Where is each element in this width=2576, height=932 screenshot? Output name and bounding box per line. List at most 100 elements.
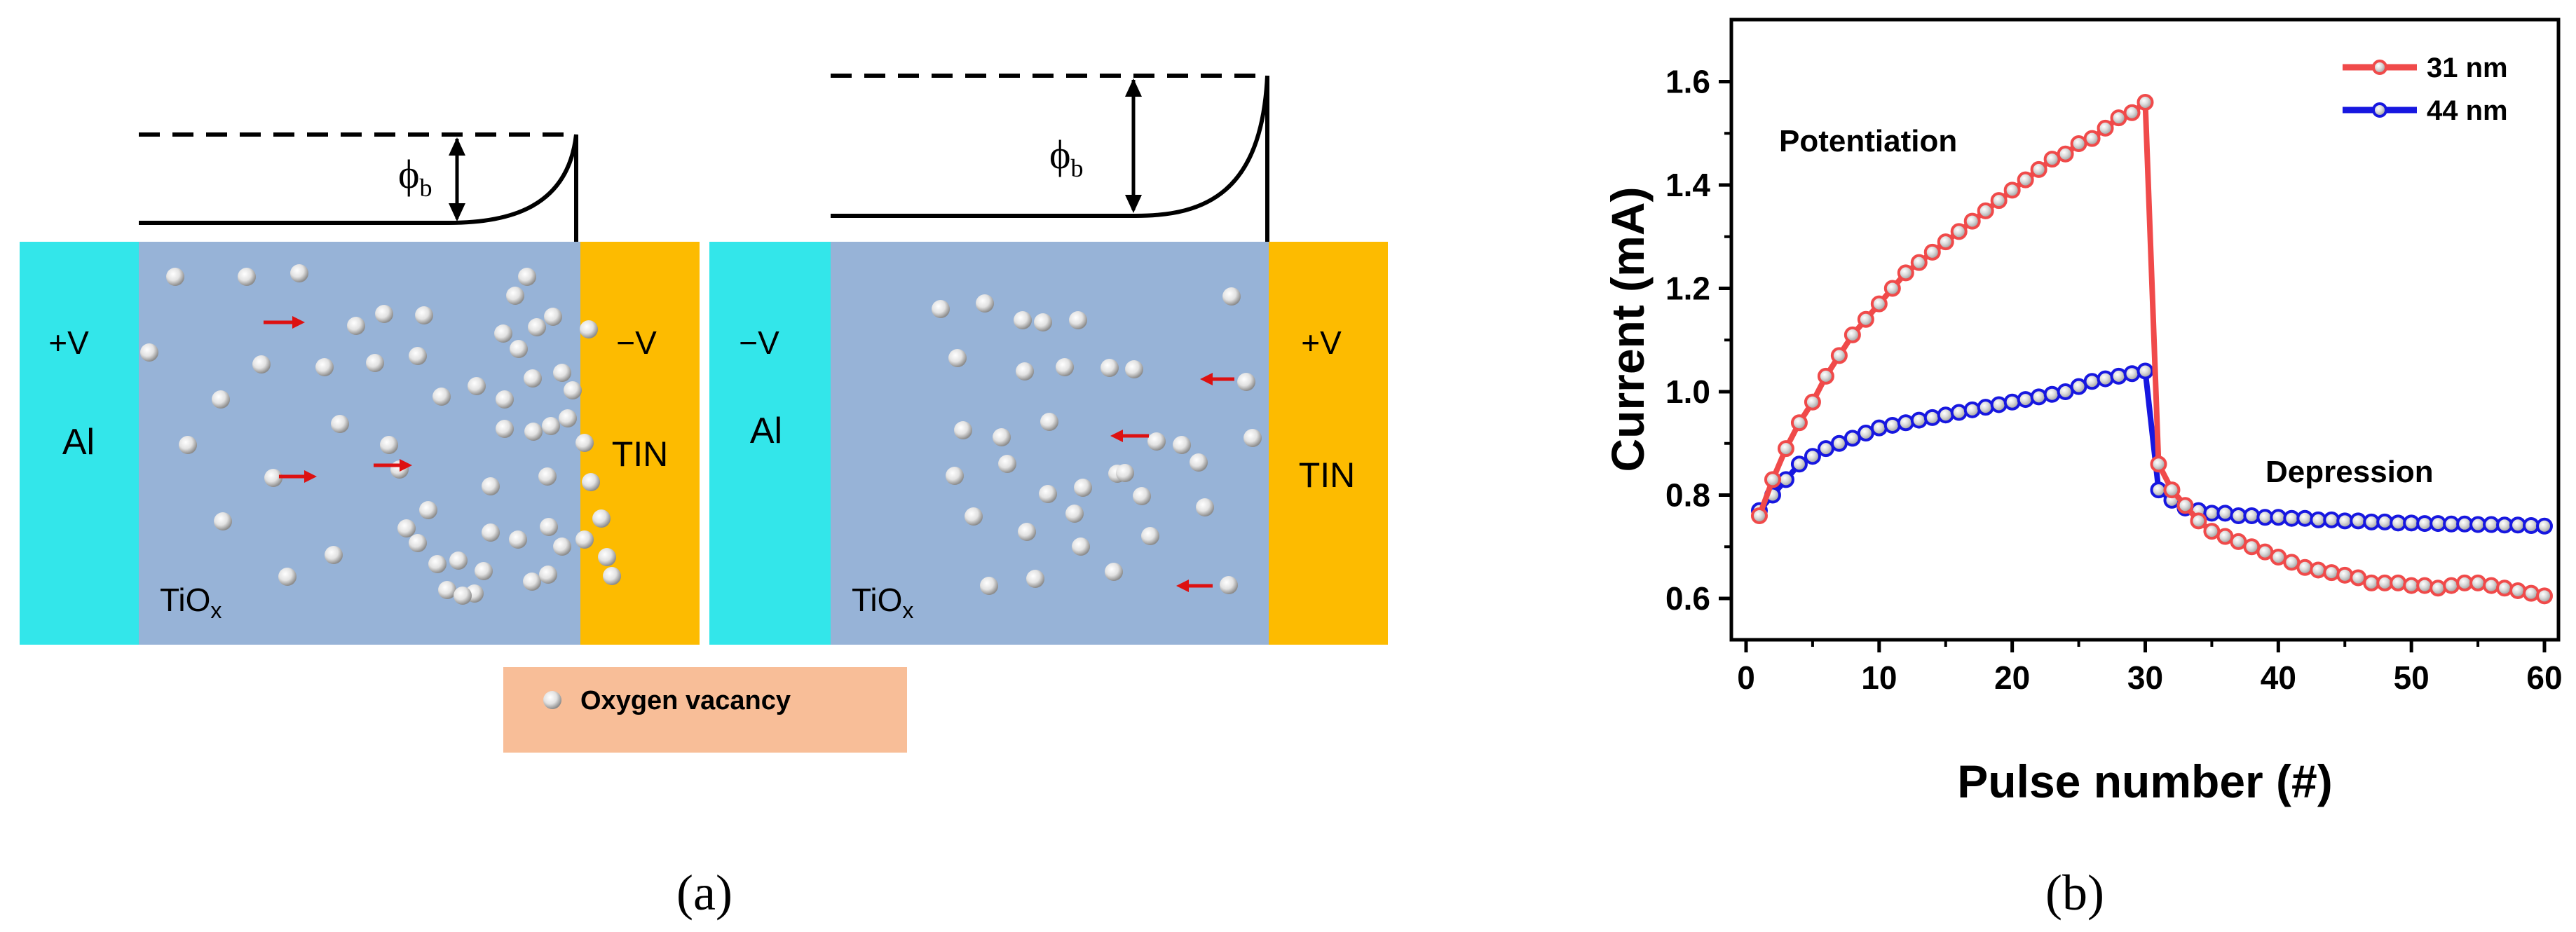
data-point-31nm [1923, 243, 1941, 261]
data-point-44nm [1804, 448, 1821, 465]
x-tick-label: 50 [2394, 659, 2430, 696]
oxygen-vacancy [575, 434, 594, 452]
oxygen-vacancy [1056, 358, 1074, 376]
migration-arrow [374, 459, 412, 472]
migration-arrow [1200, 373, 1234, 385]
oxygen-vacancy [544, 308, 562, 326]
oxygen-vacancies-right [932, 287, 1262, 595]
oxygen-vacancy [518, 268, 536, 286]
legend-label: Oxygen vacancy [580, 686, 791, 715]
series-31nm [1750, 94, 2553, 605]
data-point-31nm [2296, 558, 2314, 576]
data-point-31nm [2003, 181, 2021, 199]
data-point-31nm [1764, 471, 1781, 488]
migration-arrow [279, 470, 317, 483]
oxygen-vacancy [1133, 487, 1151, 505]
potentiation-annotation: Potentiation [1779, 124, 1957, 158]
oxygen-vacancy [409, 347, 427, 365]
left-device-right-sign: −V [616, 324, 657, 361]
data-point-31nm [1750, 507, 1768, 524]
oxygen-vacancies-left [140, 264, 621, 605]
oxygen-vacancy [409, 534, 427, 552]
data-point-31nm [1950, 223, 1968, 240]
data-point-44nm [2323, 511, 2340, 528]
data-point-31nm [2030, 160, 2047, 178]
legend-marker-44nm [2372, 102, 2387, 118]
data-point-31nm [1883, 280, 1901, 297]
data-point-31nm [2496, 580, 2514, 597]
data-point-44nm [2430, 515, 2447, 533]
data-point-31nm [1817, 367, 1834, 385]
data-point-44nm [2097, 370, 2114, 388]
right-device-left-metal: Al [750, 411, 782, 451]
left-phi-arrowhead-bottom [449, 203, 465, 221]
data-point-44nm [1990, 396, 2008, 413]
data-point-44nm [1923, 409, 1941, 426]
oxygen-vacancy [1222, 287, 1241, 306]
oxygen-vacancy [264, 469, 282, 487]
data-point-44nm [1897, 414, 1914, 432]
data-point-31nm [1777, 440, 1794, 458]
oxygen-vacancy [1065, 505, 1084, 523]
oxygen-vacancy [1074, 479, 1092, 497]
oxygen-vacancy [1116, 464, 1134, 482]
data-point-31nm [1897, 264, 1914, 282]
data-point-44nm [2403, 514, 2420, 532]
right-phi-arrowhead-bottom [1125, 195, 1142, 213]
right-device-right-sign: +V [1301, 324, 1342, 361]
oxygen-vacancy-icon [543, 691, 561, 709]
oxygen-vacancy [475, 562, 493, 580]
oxygen-vacancy [510, 340, 528, 358]
data-point-31nm [2097, 119, 2114, 137]
migration-arrow [1176, 580, 1213, 592]
oxygen-vacancy [214, 512, 232, 530]
migration-arrows-right [1110, 373, 1234, 592]
data-point-44nm [2123, 365, 2141, 383]
y-tick-label: 1.6 [1665, 64, 1710, 100]
tiox-layer-right [831, 242, 1269, 645]
oxygen-vacancy [1034, 313, 1052, 331]
oxygen-vacancy [496, 420, 514, 438]
oxygen-vacancy [428, 555, 447, 573]
right-barrier-curve [831, 75, 1269, 242]
oxygen-vacancy [946, 467, 964, 485]
oxygen-vacancy [468, 377, 486, 395]
oxygen-vacancy [278, 568, 297, 586]
oxygen-vacancy-legend: Oxygen vacancy [503, 667, 907, 753]
oxygen-vacancy [438, 581, 456, 599]
data-point-31nm [2336, 566, 2354, 584]
y-tick-label: 1.4 [1665, 167, 1710, 203]
data-point-31nm [2430, 580, 2447, 597]
data-point-31nm [2017, 171, 2034, 189]
right-device-right-metal: TIN [1299, 455, 1356, 495]
oxygen-vacancy [980, 577, 998, 595]
left-phi-label: ϕb [398, 151, 432, 202]
legend-label-44nm: 44 nm [2427, 95, 2508, 126]
oxygen-vacancy [538, 467, 557, 486]
migration-arrow [1110, 430, 1149, 442]
x-tick-label: 30 [2127, 659, 2163, 696]
oxygen-vacancy [1173, 436, 1191, 454]
y-tick-label: 0.8 [1665, 477, 1710, 514]
x-tick-label: 0 [1737, 659, 1755, 696]
oxygen-vacancy [1040, 413, 1058, 431]
oxygen-vacancy [539, 566, 557, 584]
oxygen-vacancy [1220, 576, 1238, 594]
data-point-31nm [2390, 574, 2407, 591]
tin-electrode-left [580, 242, 700, 645]
migration-arrows-left [264, 316, 412, 483]
right-device-oxide-label: TiOx [852, 582, 913, 623]
data-point-44nm [2536, 517, 2553, 535]
oxygen-vacancy [603, 567, 621, 585]
data-point-31nm [2190, 512, 2207, 530]
y-axis-label: Current (mA) [1602, 187, 1654, 472]
data-point-31nm [2310, 561, 2327, 579]
device-right: −V Al +V TIN TiOx ϕb [709, 74, 1388, 645]
oxygen-vacancy [993, 428, 1011, 446]
oxygen-vacancy [1014, 311, 1032, 329]
oxygen-vacancy [252, 355, 271, 374]
left-device-right-metal: TIN [612, 434, 669, 474]
right-phi-arrowhead-top [1125, 78, 1142, 97]
